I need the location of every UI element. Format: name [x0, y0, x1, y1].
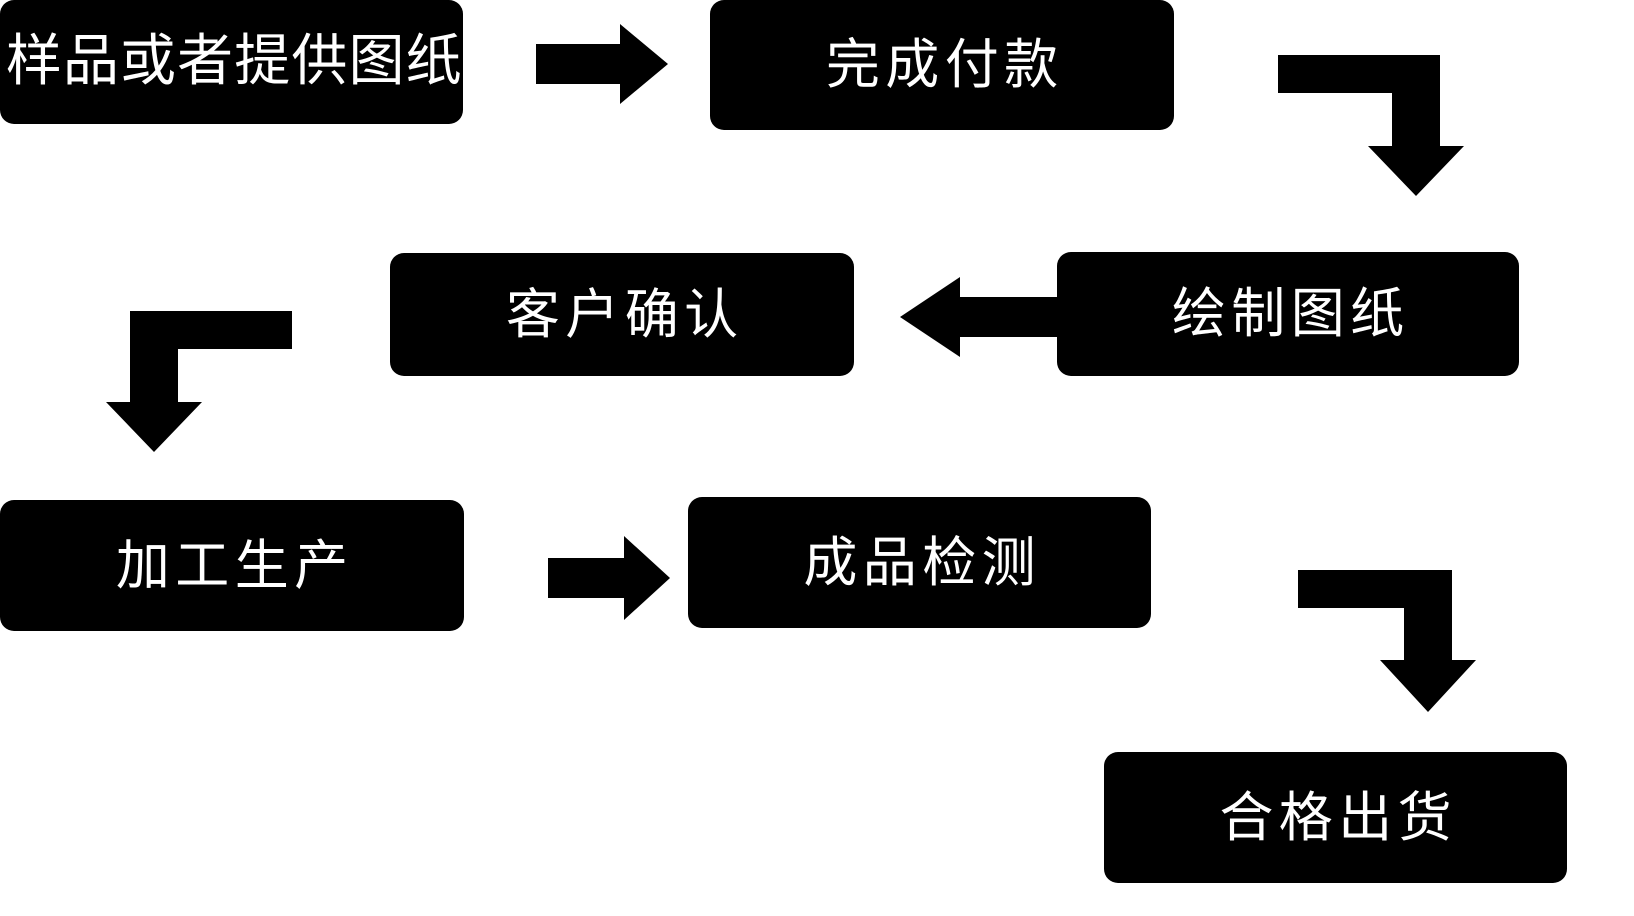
arrow-elbow-right-down-icon: [1244, 538, 1478, 716]
flow-node-sample[interactable]: 样品或者提供图纸: [0, 0, 463, 124]
flow-node-label: 客户确认: [505, 282, 744, 346]
arrow-elbow-left-down-icon: [106, 292, 294, 452]
flow-node-label: 成品检测: [803, 530, 1041, 594]
flow-node-label: 加工生产: [115, 533, 354, 597]
arrow-elbow-right-down-icon: [1226, 38, 1464, 202]
flow-node-production[interactable]: 加工生产: [0, 500, 464, 631]
flow-node-drawing[interactable]: 绘制图纸: [1057, 252, 1519, 376]
arrow-left-icon: [900, 277, 1058, 357]
flow-node-label: 合格出货: [1219, 785, 1457, 849]
flow-node-shipment[interactable]: 合格出货: [1104, 752, 1567, 883]
flow-node-label: 样品或者提供图纸: [5, 29, 463, 94]
flow-node-inspection[interactable]: 成品检测: [688, 497, 1151, 628]
arrow-right-icon: [536, 24, 668, 104]
flow-node-label: 完成付款: [825, 33, 1064, 96]
flow-node-confirm[interactable]: 客户确认: [390, 253, 854, 376]
flow-node-label: 绘制图纸: [1171, 282, 1410, 345]
arrow-right-icon: [548, 536, 670, 620]
flow-node-payment[interactable]: 完成付款: [710, 0, 1174, 130]
